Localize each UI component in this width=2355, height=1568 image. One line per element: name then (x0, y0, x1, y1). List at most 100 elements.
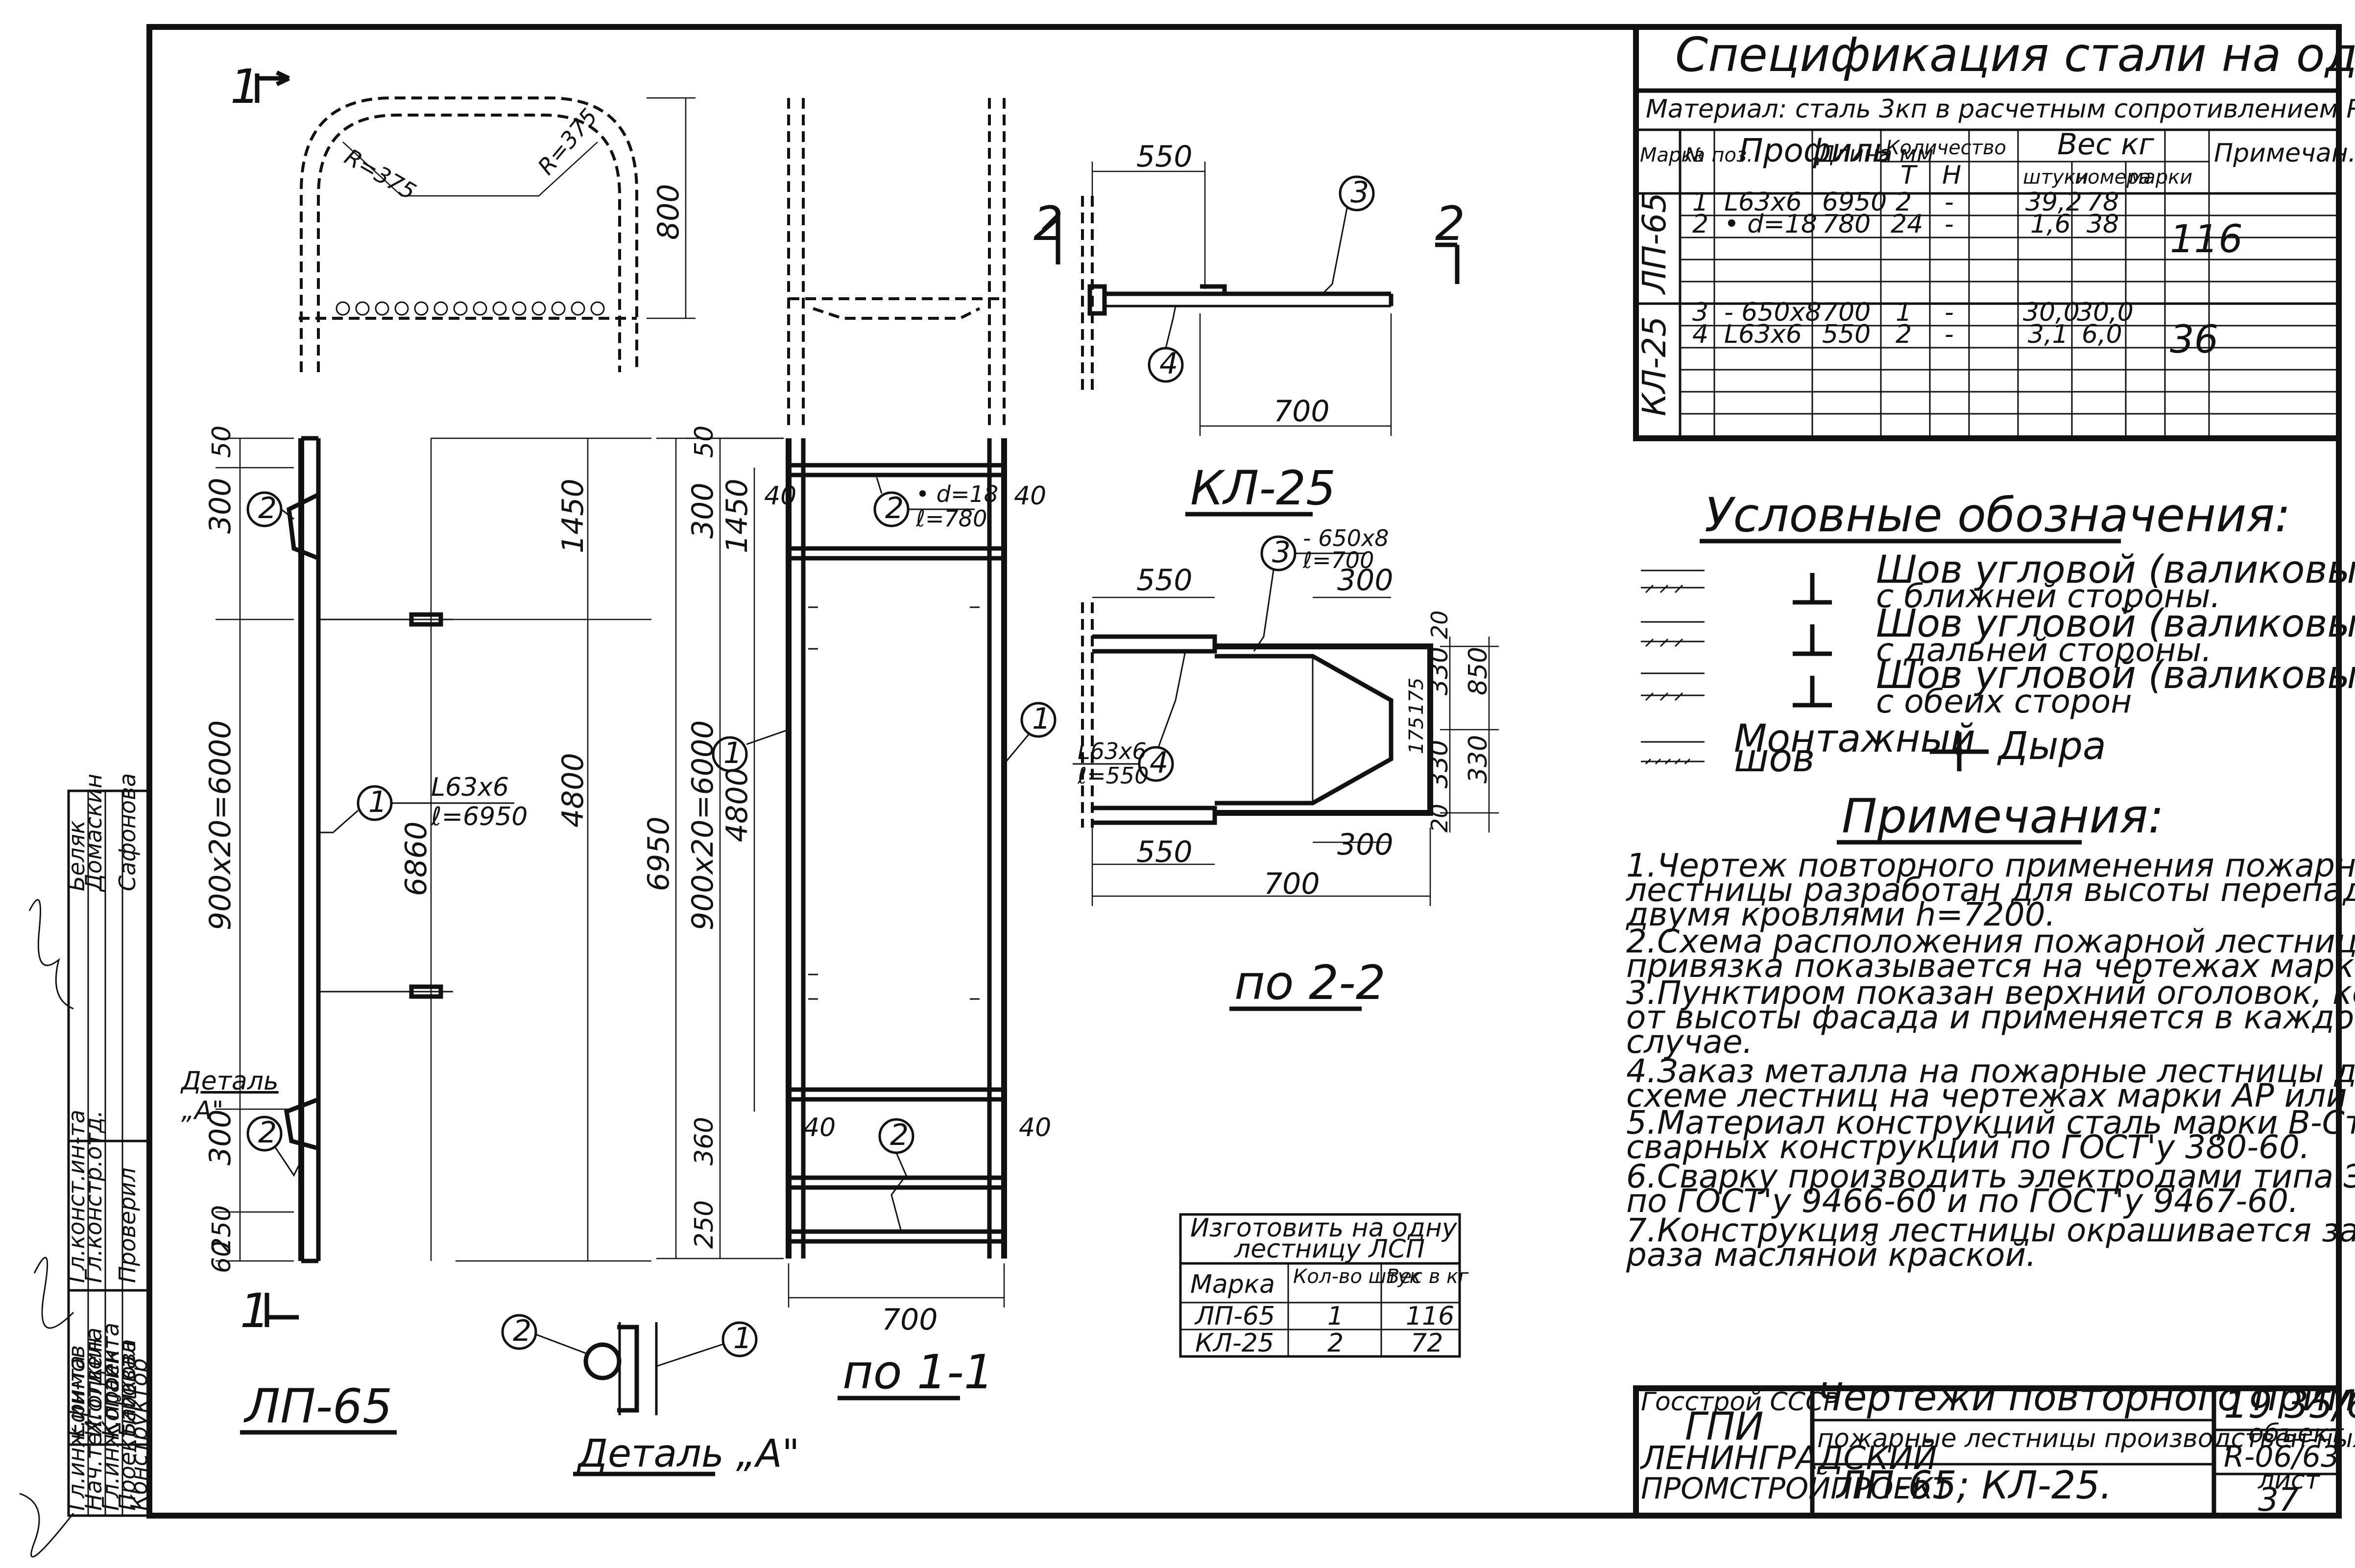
label-prof1b: ℓ=6950 (431, 802, 528, 832)
svg-text:2: 2 (513, 1314, 531, 1348)
caption-section-2-2: по 2-2 (1234, 955, 1386, 1010)
spec-g1-r2-n: - (1945, 210, 1954, 239)
note-line-9: 4.Заказ металла на пожарные лестницы дае… (1626, 1052, 2355, 1090)
sig-col2-2: Гл.констр.отд. (80, 1110, 107, 1283)
dim-900x20: 900x20=6000 (203, 720, 238, 930)
order-title-2: лестницу ЛСП (1234, 1235, 1425, 1264)
note-line-3: двумя кровлями h=7200. (1626, 896, 2056, 933)
dim-6950: 6950 (642, 816, 676, 891)
dim-40-bl: 40 (803, 1113, 836, 1142)
spec-g1-r2-posw: 38 (2087, 210, 2119, 239)
note-line-10: схеме лестниц на чертежах марки АР или К… (1626, 1077, 2355, 1115)
dim-550-top: 550 (1136, 140, 1193, 174)
spec-g1-r1-t: 2 (1896, 188, 1912, 217)
spec-g2-r2-length: 550 (1822, 320, 1871, 349)
spec-g2-r2-n: - (1945, 320, 1954, 349)
tb-org1: Госстрой СССР (1641, 1387, 1839, 1417)
spec-h-mark: Марка (1640, 144, 1705, 166)
spec-h-note: Примечан. (2214, 139, 2355, 168)
dim-20-b: 20 (1426, 804, 1453, 832)
note-line-7: от высоты фасада и применяется в каждом … (1626, 998, 2355, 1036)
spec-g2-r1-piece: 30,0 (2023, 298, 2080, 327)
detail-ref-label: Деталь (180, 1067, 279, 1096)
tb-series: Чертежи повторного применения (1817, 1376, 2355, 1420)
order-h-qty: Кол-во штук (1293, 1265, 1421, 1288)
spec-g1-r1-length: 6950 (1822, 188, 1887, 217)
handwritten-signature (19, 899, 74, 1558)
dim-850: 850 (1464, 647, 1493, 695)
spec-h-weight: Вес кг (2057, 127, 2154, 162)
note-line-4: 2.Схема расположения пожарной лестницы в… (1626, 923, 2355, 960)
balloon-1-right-rail (1020, 702, 1057, 738)
order-r2-mark: КЛ-25 (1195, 1329, 1274, 1358)
legend-3-line1: Шов угловой (валиковый) (1876, 653, 2355, 697)
dim-60-250: 250 (207, 1205, 237, 1254)
spec-g2-total: 36 (2170, 318, 2218, 362)
spec-g1-total: 116 (2170, 217, 2243, 261)
svg-text:2: 2 (258, 491, 277, 525)
dim-40-br: 40 (1019, 1113, 1051, 1142)
spec-g2-r2-profile: L63x6 (1724, 320, 1802, 349)
upper-bracket (287, 492, 320, 561)
notes-title: Примечания: (1842, 789, 2164, 844)
sig-name-2: Домаскин (80, 774, 107, 892)
detail-a: 2 1 Деталь „А" (501, 1314, 799, 1476)
caption-kl25: КЛ-25 (1190, 461, 1336, 516)
note-line-5: привязка показывается на чертежах марки … (1626, 947, 2355, 985)
sig-name-3: Сафонова (114, 773, 141, 891)
note-line-8: случае. (1626, 1023, 1753, 1061)
spec-h-profile: Профиль (1739, 132, 1892, 169)
view-lp65: 1 1 R=375 R=375 (180, 59, 696, 1435)
label-prof2b: ℓ=780 (915, 505, 987, 532)
tb-drawing-title: ЛП-65; КЛ-25. (1835, 1464, 2112, 1508)
legend-2-line1: Шов угловой (валиковый) (1876, 602, 2355, 646)
dim-6860: 6860 (399, 821, 433, 896)
order-r1-weight: 116 (1406, 1302, 1454, 1331)
sig-col3-2: Иголкин (80, 1337, 107, 1437)
label-prof4a: L63x6 (1078, 738, 1147, 764)
caption-detail-a: Деталь „А" (577, 1432, 799, 1476)
tb-subject: пожарные лестницы производствен-ных здан… (1817, 1424, 2355, 1453)
spec-g2-r2-posw: 6,0 (2082, 320, 2122, 349)
spec-h-qty-n: Н (1942, 161, 1961, 190)
dim-40-tr: 40 (1014, 481, 1046, 511)
specification-table: Спецификация стали на одну штуку марки М… (1633, 24, 2355, 441)
legend-3-line2: с обеих сторон (1876, 683, 2132, 720)
order-r2-qty: 2 (1327, 1329, 1344, 1358)
cut-1-top-arrow (255, 70, 290, 103)
balloon-2-bottom (246, 1116, 283, 1152)
sig-col3-3: Копаин (97, 1350, 124, 1437)
label-prof4b: ℓ=550 (1077, 762, 1149, 789)
note-line-15: 7.Конструкция лестницы окрашивается за д… (1626, 1212, 2355, 1249)
detail-ref-label2: „А" (181, 1096, 223, 1125)
label-prof3b: ℓ=700 (1302, 547, 1374, 573)
spec-h-pos: № поз. (1684, 144, 1753, 166)
spec-h-wpiece: штуки (2023, 166, 2089, 189)
dim-900x20-b: 900x20=6000 (686, 720, 720, 930)
spec-h-qty: Количество (1886, 137, 2006, 159)
spec-g2-r2-t: 2 (1896, 320, 1912, 349)
top-hoop-inner (317, 114, 621, 372)
svg-text:2: 2 (885, 491, 904, 525)
cut-1-bottom-arrow (264, 1293, 299, 1327)
legend-title: Условные обозначения: (1705, 488, 2290, 543)
view-section-2-2: 550 300 550 300 700 20 330 330 20 850 33… (1073, 525, 1499, 1011)
spec-g2-r2-piece: 3,1 (2028, 320, 2068, 349)
dim-50-top: 50 (207, 426, 237, 458)
order-h-weight: Вес в кг (1386, 1265, 1469, 1288)
spec-g2-r1-pos: 3 (1692, 298, 1708, 327)
spec-h-length: Длина мм (1816, 141, 1934, 167)
top-hoop (300, 96, 638, 372)
sig-role-2: Нач.тех.отдела (80, 1328, 107, 1511)
note-line-12: сварных конструкций по ГОСТ'у 380-60. (1626, 1128, 2310, 1166)
sheet-border (146, 24, 2342, 1519)
dim-300-plan-top: 300 (1337, 563, 1394, 597)
tb-number: 19 35/63 (2224, 1383, 2355, 1427)
tb-org2: ГПИ (1685, 1405, 1763, 1449)
dim-300-b: 300 (686, 482, 720, 539)
dim-1450-b: 1450 (720, 478, 754, 553)
tb-org4: ПРОМСТРОЙПРОЕКТ (1641, 1471, 1953, 1506)
tb-object-label: объект (2248, 1419, 2344, 1449)
spec-h-wpos: номера (2075, 166, 2151, 189)
